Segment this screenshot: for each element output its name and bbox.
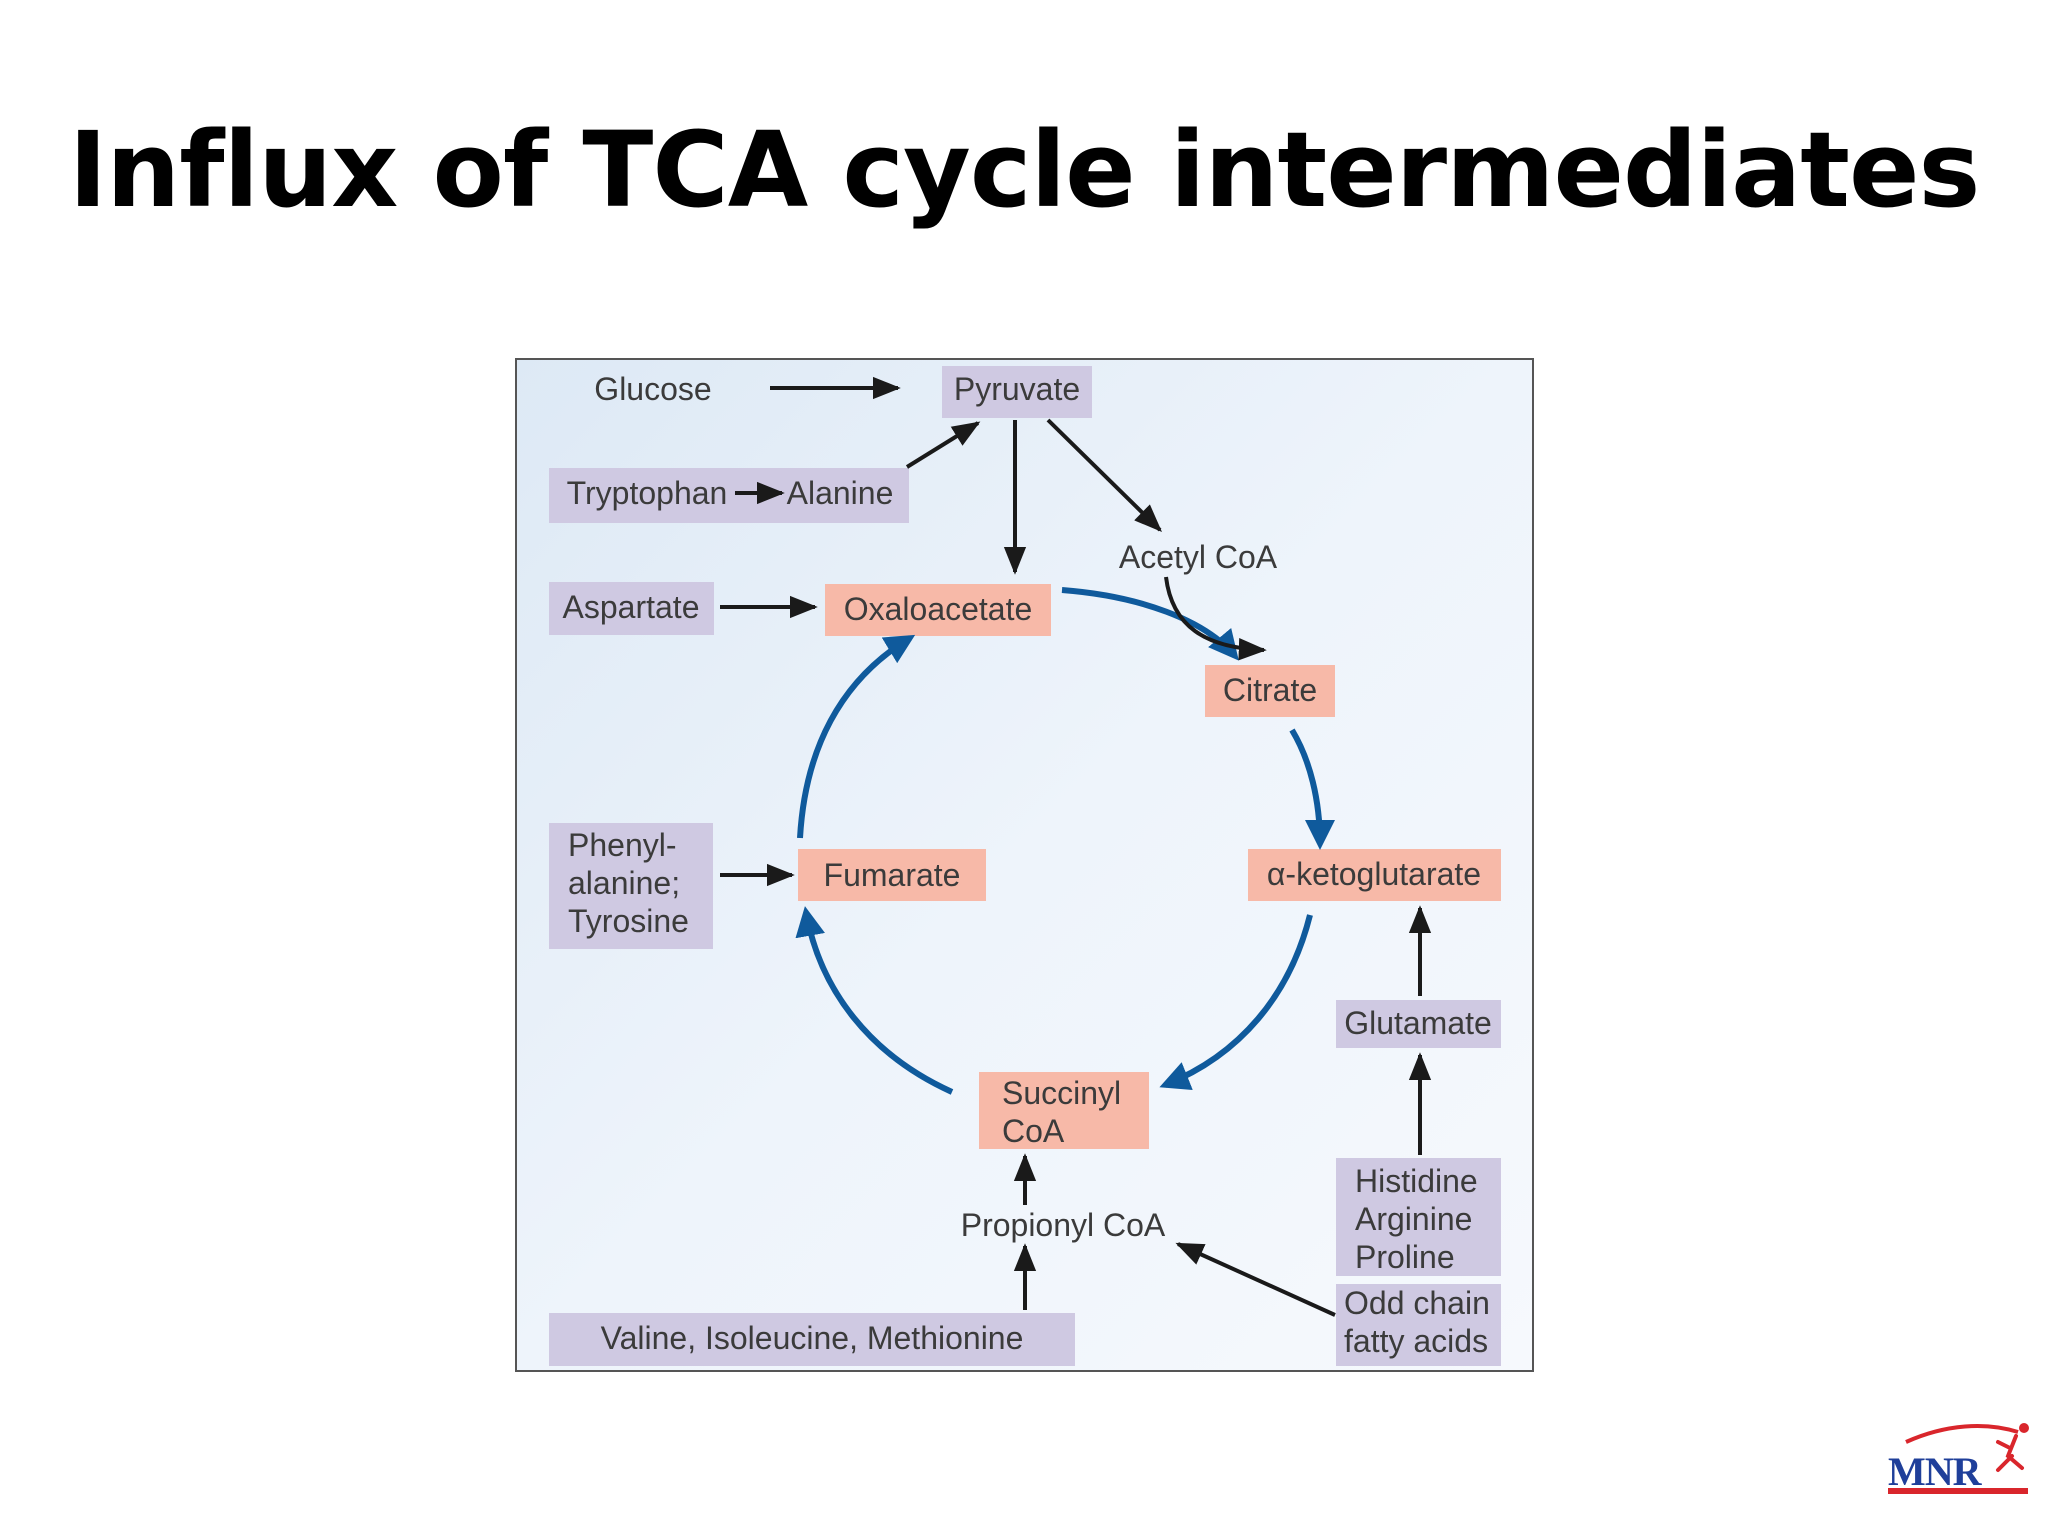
phenylalanine-label-line1: Phenyl- <box>568 827 677 863</box>
succinyl-coa-label-line2: CoA <box>1002 1113 1065 1149</box>
runner-swoosh-icon <box>1888 1423 2029 1494</box>
cycle-arrow-citrate-to-ketoglutarate <box>1289 728 1335 850</box>
glutamate-label: Glutamate <box>1344 1005 1492 1041</box>
cycle-arrow-ketoglutarate-to-succinyl <box>1159 914 1313 1091</box>
phenylalanine-tyrosine-box <box>549 823 713 949</box>
arrow-pyruvate-to-acetyl-coa <box>1046 418 1162 532</box>
pyruvate-label: Pyruvate <box>954 371 1080 407</box>
valine-isoleucine-methionine-box <box>549 1313 1075 1366</box>
aspartate-box <box>549 582 714 635</box>
arrow-odd-chain-to-propionyl <box>1175 1242 1336 1317</box>
alpha-ketoglutarate-box <box>1248 849 1501 901</box>
cycle-arrow-fumarate-to-oxaloacetate <box>797 634 916 839</box>
phenylalanine-label-line2: alanine; <box>568 865 680 901</box>
alanine-label: Alanine <box>787 475 894 511</box>
tryptophan-label: Tryptophan <box>567 475 728 511</box>
succinyl-coa-box <box>979 1072 1149 1149</box>
citrate-box <box>1205 665 1335 717</box>
odd-chain-label-line1: Odd chain <box>1344 1285 1490 1321</box>
arrow-acetyl-coa-to-citrate <box>1164 576 1267 661</box>
cycle-arrow-succinyl-to-fumarate <box>795 906 954 1095</box>
arrow-alanine-to-pyruvate <box>905 421 981 469</box>
fumarate-label: Fumarate <box>824 857 961 893</box>
aspartate-label: Aspartate <box>563 589 700 625</box>
propionyl-coa-label: Propionyl CoA <box>961 1207 1166 1243</box>
mnr-logo: MNR <box>1886 1412 2036 1496</box>
histidine-arginine-proline-box <box>1336 1158 1501 1276</box>
acetyl-coa-label: Acetyl CoA <box>1119 539 1278 575</box>
slide-title: Influx of TCA cycle intermediates <box>68 109 1981 231</box>
citrate-label: Citrate <box>1223 672 1317 708</box>
proline-label: Proline <box>1355 1239 1455 1275</box>
tyrosine-label: Tyrosine <box>568 903 689 939</box>
succinyl-coa-label-line1: Succinyl <box>1002 1075 1121 1111</box>
pyruvate-box <box>942 366 1092 418</box>
histidine-label: Histidine <box>1355 1163 1478 1199</box>
logo-text: MNR <box>1888 1449 1982 1494</box>
odd-chain-label-line2: fatty acids <box>1344 1323 1488 1359</box>
tryptophan-alanine-box <box>549 468 909 523</box>
oxaloacetate-label: Oxaloacetate <box>844 591 1033 627</box>
fumarate-box <box>798 849 986 901</box>
arginine-label: Arginine <box>1355 1201 1472 1237</box>
glutamate-box <box>1336 1000 1501 1048</box>
odd-chain-fatty-acids-box <box>1336 1284 1501 1366</box>
valine-isoleucine-methionine-label: Valine, Isoleucine, Methionine <box>601 1320 1024 1356</box>
oxaloacetate-box <box>825 584 1051 636</box>
alpha-ketoglutarate-label: α-ketoglutarate <box>1267 856 1481 892</box>
glucose-label: Glucose <box>594 371 711 407</box>
